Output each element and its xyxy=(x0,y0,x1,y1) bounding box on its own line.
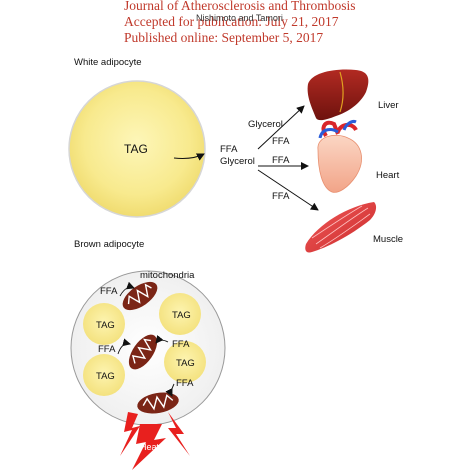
white-glycerol-label: Glycerol xyxy=(220,156,255,167)
brown-lipid-droplet xyxy=(159,293,201,335)
heart-illustration xyxy=(317,120,362,193)
white-ffa-label: FFA xyxy=(220,144,238,155)
brown-tag-label: TAG xyxy=(96,371,115,382)
brown-ffa-label: FFA xyxy=(172,339,190,350)
mitochondrion xyxy=(122,281,158,311)
accepted-date: Accepted for publication: July 21, 2017 xyxy=(124,14,339,29)
brown-lipid-droplet xyxy=(83,303,125,345)
published-date: Published online: September 5, 2017 xyxy=(124,30,323,45)
brown-ffa-label: FFA xyxy=(100,286,118,297)
heat-bolt-center xyxy=(132,424,166,470)
brown-tag-label: TAG xyxy=(172,310,191,321)
brown-adipocyte-title: Brown adipocyte xyxy=(74,239,144,250)
brown-lipid-droplet xyxy=(83,354,125,396)
muscle-illustration xyxy=(305,202,377,253)
edge-glycerol-liver: Glycerol xyxy=(248,119,283,130)
arrow-to-liver xyxy=(257,105,305,150)
liver-label: Liver xyxy=(378,100,399,111)
ffa-arrow xyxy=(119,281,135,297)
brown-lipid-droplet xyxy=(164,341,206,383)
brown-tag-label: TAG xyxy=(96,320,115,331)
white-lipid-droplet xyxy=(68,80,206,218)
edge-ffa-liver: FFA xyxy=(272,136,290,147)
brown-ffa-label: FFA xyxy=(98,344,116,355)
edge-ffa-muscle: FFA xyxy=(272,191,290,202)
ffa-arrow xyxy=(165,383,175,397)
heat-label: Heat xyxy=(140,442,160,452)
mitochondria-label: mitochondria xyxy=(140,270,195,281)
heat-bolt-left xyxy=(120,412,140,456)
authors: Nishimoto and Tamori xyxy=(196,13,283,23)
white-adipocyte-title: White adipocyte xyxy=(74,57,142,68)
edge-ffa-heart: FFA xyxy=(272,155,290,166)
heart-label: Heart xyxy=(376,170,400,181)
lipolysis-arrow xyxy=(173,153,205,161)
heat-bolt-right xyxy=(168,412,190,456)
muscle-label: Muscle xyxy=(373,234,403,245)
liver-illustration xyxy=(307,69,369,121)
journal-title: Journal of Atherosclerosis and Thrombosi… xyxy=(124,0,355,13)
brown-tag-label: TAG xyxy=(176,358,195,369)
ffa-arrow xyxy=(155,335,169,344)
arrow-to-muscle xyxy=(257,169,319,211)
white-tag-label: TAG xyxy=(124,142,148,156)
ffa-arrow xyxy=(117,338,131,355)
brown-ffa-label: FFA xyxy=(176,378,194,389)
mitochondrion xyxy=(128,334,158,370)
